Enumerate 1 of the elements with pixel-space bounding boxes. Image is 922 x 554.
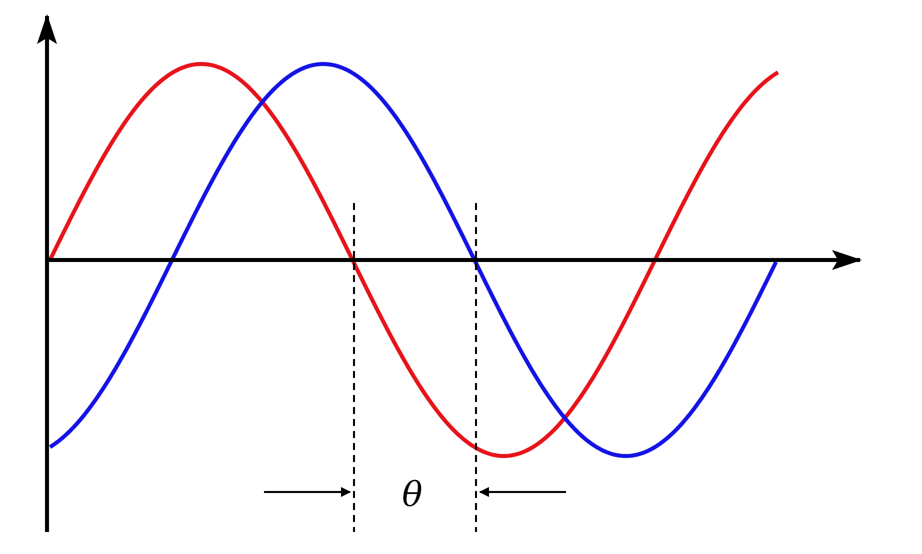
angle-label: θ [402,478,422,512]
